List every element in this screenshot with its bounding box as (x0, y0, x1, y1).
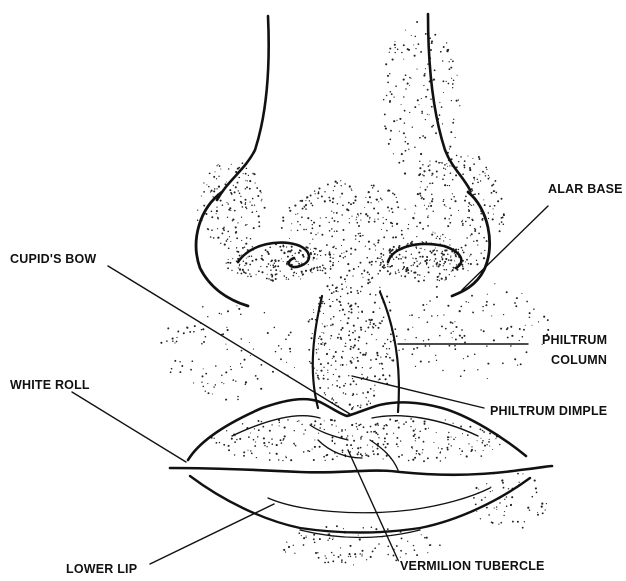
label-philtrum-column-line2: COLUMN (551, 354, 607, 367)
nose-bridge-right (428, 14, 470, 190)
stipple-shading (160, 21, 549, 565)
label-alar-base: ALAR BASE (548, 183, 623, 196)
label-lower-lip: LOWER LIP (66, 563, 137, 576)
leader-vermilion-tubercle (348, 450, 398, 560)
label-cupids-bow: CUPID'S BOW (10, 253, 96, 266)
mouth-line (170, 466, 552, 475)
right-ala-outline (452, 192, 490, 296)
nose-bridge-left (217, 16, 269, 200)
upper-lip-inner-line-right (372, 416, 478, 436)
leader-white-roll (72, 392, 186, 462)
lower-lip-crease (268, 488, 490, 513)
leader-lower-lip (150, 504, 274, 564)
leader-alar-base (462, 206, 548, 290)
label-philtrum-column-line1: PHILTRUM (542, 334, 607, 347)
label-philtrum-dimple: PHILTRUM DIMPLE (490, 405, 607, 418)
upper-lip-inner-line (232, 416, 320, 436)
philtrum-left-column (313, 296, 322, 408)
label-white-roll: WHITE ROLL (10, 379, 90, 392)
lower-lip-outline (190, 476, 530, 533)
left-ala-outline (196, 192, 248, 306)
label-vermilion-tubercle: VERMILION TUBERCLE (400, 560, 545, 573)
